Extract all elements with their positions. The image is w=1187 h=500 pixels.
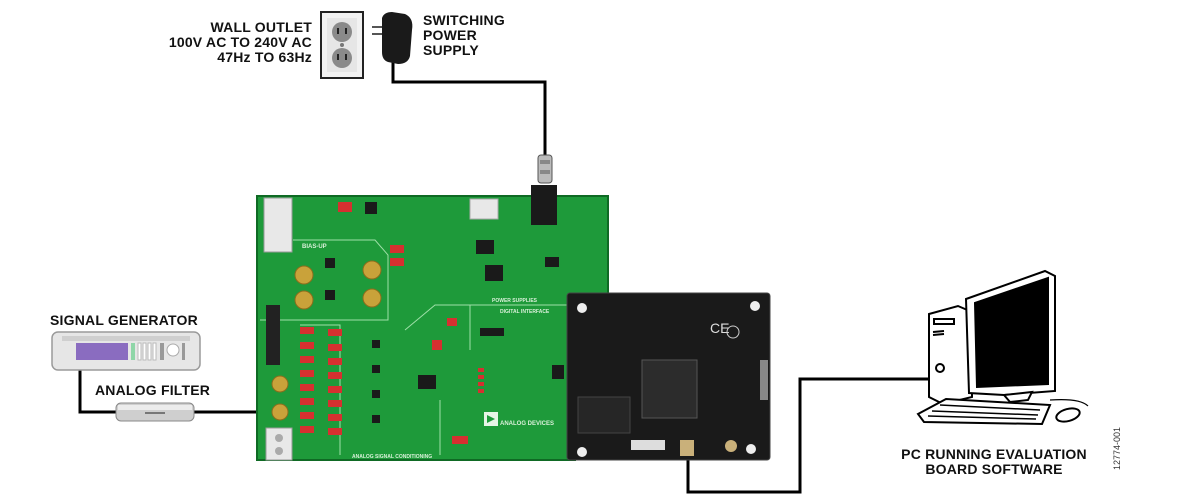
power-supply-line1: SWITCHING — [423, 12, 505, 28]
silk-analog-conditioning: ANALOG SIGNAL CONDITIONING — [352, 454, 432, 460]
usb-cable — [686, 377, 932, 494]
evaluation-board — [256, 185, 609, 461]
signal-generator-icon — [51, 331, 201, 371]
signal-generator-label: SIGNAL GENERATOR — [50, 312, 198, 328]
barrel-plug-icon — [537, 154, 553, 184]
wall-outlet-icon — [320, 11, 364, 79]
analog-filter-icon — [115, 402, 195, 422]
power-supply-line2: POWER — [423, 27, 477, 43]
power-supply-label: SWITCHING POWER SUPPLY — [423, 13, 505, 58]
controller-board: CE — [566, 292, 771, 461]
svg-text:CE: CE — [710, 320, 729, 336]
silk-analog-devices-logo: ANALOG DEVICES — [500, 421, 554, 427]
power-cable — [391, 62, 547, 160]
analog-filter-label: ANALOG FILTER — [95, 382, 211, 398]
wall-outlet-voltage: 100V AC TO 240V AC — [168, 34, 312, 50]
silk-bias-up: BIAS-UP — [302, 244, 327, 250]
power-supply-line3: SUPPLY — [423, 42, 479, 58]
pc-label-line2: BOARD SOFTWARE — [925, 461, 1063, 477]
wall-outlet-title: WALL OUTLET — [210, 19, 312, 35]
pc-label: PC RUNNING EVALUATION BOARD SOFTWARE — [878, 447, 1110, 477]
wall-outlet-label: WALL OUTLET 100V AC TO 240V AC 47Hz TO 6… — [140, 20, 312, 65]
generator-cable — [78, 370, 118, 414]
wall-outlet-frequency: 47Hz TO 63Hz — [217, 49, 312, 65]
pc-icon — [916, 269, 1089, 426]
pc-label-line1: PC RUNNING EVALUATION — [901, 446, 1087, 462]
figure-number: 12774-001 — [1112, 426, 1122, 470]
power-adapter-icon — [372, 12, 413, 64]
silk-digital-interface: DIGITAL INTERFACE — [500, 309, 550, 315]
silk-power-supplies: POWER SUPPLIES — [492, 298, 538, 304]
